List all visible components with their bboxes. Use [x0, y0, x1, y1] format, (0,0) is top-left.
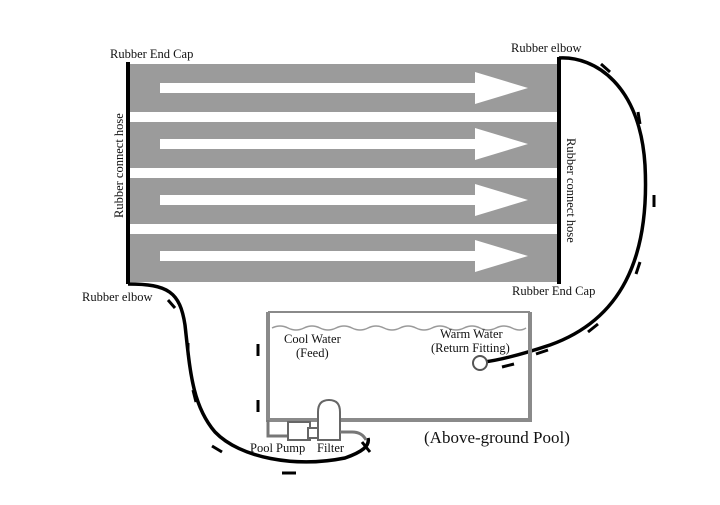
filter-return-pipe — [340, 430, 368, 441]
panel-divider — [130, 224, 558, 234]
label-cool-water-feed: (Feed) — [296, 346, 329, 360]
label-warm-water: Warm Water — [440, 327, 503, 341]
label-right-connect-hose: Rubber connect hose — [564, 138, 578, 243]
label-return-fitting: (Return Fitting) — [431, 341, 510, 355]
filter-tank — [317, 398, 341, 441]
pool-outline — [266, 312, 532, 422]
label-pool-caption: (Above-ground Pool) — [424, 428, 570, 447]
flow-arrow-2 — [160, 128, 528, 160]
return-fitting — [472, 355, 488, 371]
flow-arrow-1 — [160, 72, 528, 104]
return-flow-marks — [501, 62, 656, 369]
label-left-connect-hose: Rubber connect hose — [112, 113, 126, 218]
feed-flow-marks — [166, 299, 372, 475]
label-pool-pump: Pool Pump — [250, 441, 305, 455]
label-top-left-end-cap: Rubber End Cap — [110, 47, 193, 61]
flow-arrow-4 — [160, 240, 528, 272]
pump-filter-assembly — [266, 398, 368, 441]
label-filter: Filter — [317, 441, 345, 455]
label-top-right-elbow: Rubber elbow — [511, 41, 581, 55]
pump-pipe — [266, 420, 290, 438]
solar-panel — [130, 64, 558, 282]
return-hose — [483, 56, 648, 364]
label-bottom-right-end-cap: Rubber End Cap — [512, 284, 595, 298]
label-bottom-left-elbow: Rubber elbow — [82, 290, 152, 304]
flow-arrow-3 — [160, 184, 528, 216]
panel-divider — [130, 112, 558, 122]
feed-hose — [127, 282, 371, 464]
label-cool-water: Cool Water — [284, 332, 342, 346]
above-ground-pool — [256, 311, 532, 422]
panel-divider — [130, 168, 558, 178]
water-surface — [271, 325, 527, 331]
pool-pump — [287, 421, 311, 441]
